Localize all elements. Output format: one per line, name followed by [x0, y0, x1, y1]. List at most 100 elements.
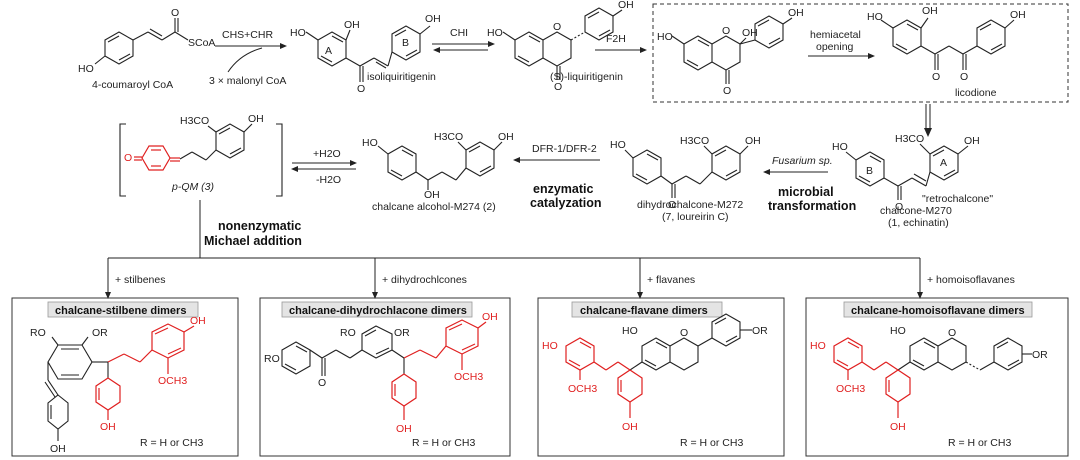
atom-h3co: H3CO [680, 135, 709, 147]
atom-or: OR [1032, 349, 1048, 361]
enzyme-f2h: F2H [606, 33, 626, 45]
atom-ho: HO [362, 137, 378, 149]
atom-oh-red: OH [190, 315, 206, 327]
atom-oh-red: OH [622, 421, 638, 433]
atom-ho: HO [832, 141, 848, 153]
atom-h3co: H3CO [434, 131, 463, 143]
nonenzymatic-label: nonenzymatic [218, 219, 301, 233]
atom-o: O [357, 83, 365, 95]
michael-addition-label: Michael addition [204, 234, 302, 248]
atom-or: OR [752, 325, 768, 337]
atom-o: O [553, 21, 561, 33]
structure-2-hydroxy-liquiritigenin: O O HO OH OH [657, 7, 804, 97]
plus-water: +H2O [313, 148, 341, 160]
structure-licodione: HO OH O O OH [867, 5, 1026, 83]
atom-o: O [668, 199, 676, 211]
cofactor-malonyl: 3 × malonyl CoA [209, 75, 286, 87]
branch-flavanes: + flavanes [647, 274, 695, 286]
atom-ho: HO [867, 11, 883, 23]
atom-o: O [895, 201, 903, 213]
compound-liquiritigenin: (S)-liquiritigenin [550, 71, 623, 83]
atom-o: O [723, 85, 731, 97]
r-note: R = H or CH3 [412, 437, 475, 449]
atom-oh: OH [425, 13, 441, 25]
r-note: R = H or CH3 [140, 437, 203, 449]
r-note: R = H or CH3 [948, 437, 1011, 449]
atom-och3-red: OCH3 [836, 383, 865, 395]
minus-water: -H2O [316, 174, 341, 186]
atom-ho-red: HO [542, 340, 558, 352]
bracket-right [276, 123, 283, 197]
box-chalcane-stilbene: chalcane-stilbene dimers RO OR OH OH OH … [11, 297, 239, 457]
compound-isoliquiritigenin: isoliquiritigenin [367, 71, 436, 83]
atom-oh: OH [745, 135, 761, 147]
structure-isoliquiritigenin: A HO OH O B OH [290, 13, 441, 95]
r-note: R = H or CH3 [680, 437, 743, 449]
branch-stilbenes: + stilbenes [115, 274, 166, 286]
atom-oh: OH [964, 135, 980, 147]
branch-homoisoflavanes: + homoisoflavanes [927, 274, 1015, 286]
compound-echinatin: chalcone-M270 [880, 205, 952, 217]
atom-oh: OH [788, 7, 804, 19]
echinatin-note: "retrochalcone" [922, 193, 993, 205]
atom-or: OR [394, 327, 410, 339]
atom-ho: HO [622, 325, 638, 337]
dashed-box-licodione [652, 3, 1069, 103]
transformation-label: transformation [768, 199, 856, 213]
ring-a-label: A [940, 157, 947, 169]
atom-o-red: O [124, 152, 132, 164]
box-title: chalcane-homoisoflavane dimers [851, 305, 1025, 317]
organism-fusarium: Fusarium sp. [772, 155, 833, 167]
atom-oh-red: OH [396, 423, 412, 435]
opening-label: opening [816, 41, 854, 53]
box-chalcane-dihydrochalcone: chalcane-dihydrochlacone dimers RO O RO … [259, 297, 511, 457]
enzymatic-label: enzymatic [533, 182, 593, 196]
atom-o: O [932, 71, 940, 83]
enzyme-chs-chr: CHS+CHR [222, 29, 273, 41]
structure-dihydrochalcone-m272: HO O H3CO OH [610, 135, 761, 211]
box-title: chalcane-dihydrochlacone dimers [289, 305, 467, 317]
atom-oh: OH [1010, 9, 1026, 21]
atom-ro: RO [340, 327, 356, 339]
atom-o: O [722, 25, 730, 37]
atom-ro: RO [264, 353, 280, 365]
atom-or: OR [92, 327, 108, 339]
atom-ho: HO [290, 27, 306, 39]
atom-ho: HO [610, 139, 626, 151]
scoa-label: SCoA [188, 37, 215, 49]
atom-oh: OH [344, 19, 360, 31]
branch-dihydrochalcones: + dihydrochlcones [382, 274, 467, 286]
compound-licodione: licodione [955, 87, 997, 99]
atom-oh-red: OH [482, 311, 498, 323]
structure-4-coumaroyl-coa: O SCoA HO [78, 7, 215, 75]
box-chalcane-flavane: chalcane-flavane dimers HO OCH3 OH HO O … [537, 297, 785, 457]
atom-ho: HO [78, 63, 94, 75]
atom-oh-red: OH [890, 421, 906, 433]
box-title: chalcane-stilbene dimers [55, 305, 186, 317]
compound-echinatin-id: (1, echinatin) [888, 217, 949, 229]
atom-och3-red: OCH3 [454, 371, 483, 383]
atom-o: O [318, 377, 326, 389]
compound-4-coumaroyl-coa: 4-coumaroyl CoA [92, 79, 173, 91]
atom-o: O [554, 81, 562, 93]
compound-m272-id: (7, loureirin C) [662, 211, 729, 223]
structure-chalcane-alcohol-m274: HO OH H3CO OH [362, 131, 514, 201]
atom-oh: OH [922, 5, 938, 17]
structure-p-quinone-methide: O H3CO OH [124, 113, 264, 171]
atom-och3-red: OCH3 [568, 383, 597, 395]
box-title: chalcane-flavane dimers [580, 305, 708, 317]
atom-o: O [948, 327, 956, 339]
atom-oh: OH [50, 443, 66, 455]
atom-o: O [960, 71, 968, 83]
microbial-label: microbial [778, 185, 834, 199]
atom-ro: RO [30, 327, 46, 339]
atom-ho: HO [657, 31, 673, 43]
enzyme-chi: CHI [450, 27, 468, 39]
compound-pqm: p-QM (3) [171, 181, 214, 193]
atom-ho: HO [487, 27, 503, 39]
atom-oh: OH [618, 0, 634, 11]
atom-oh: OH [248, 113, 264, 125]
hemiacetal-label: hemiacetal [810, 29, 861, 41]
ring-a-label: A [325, 45, 332, 57]
